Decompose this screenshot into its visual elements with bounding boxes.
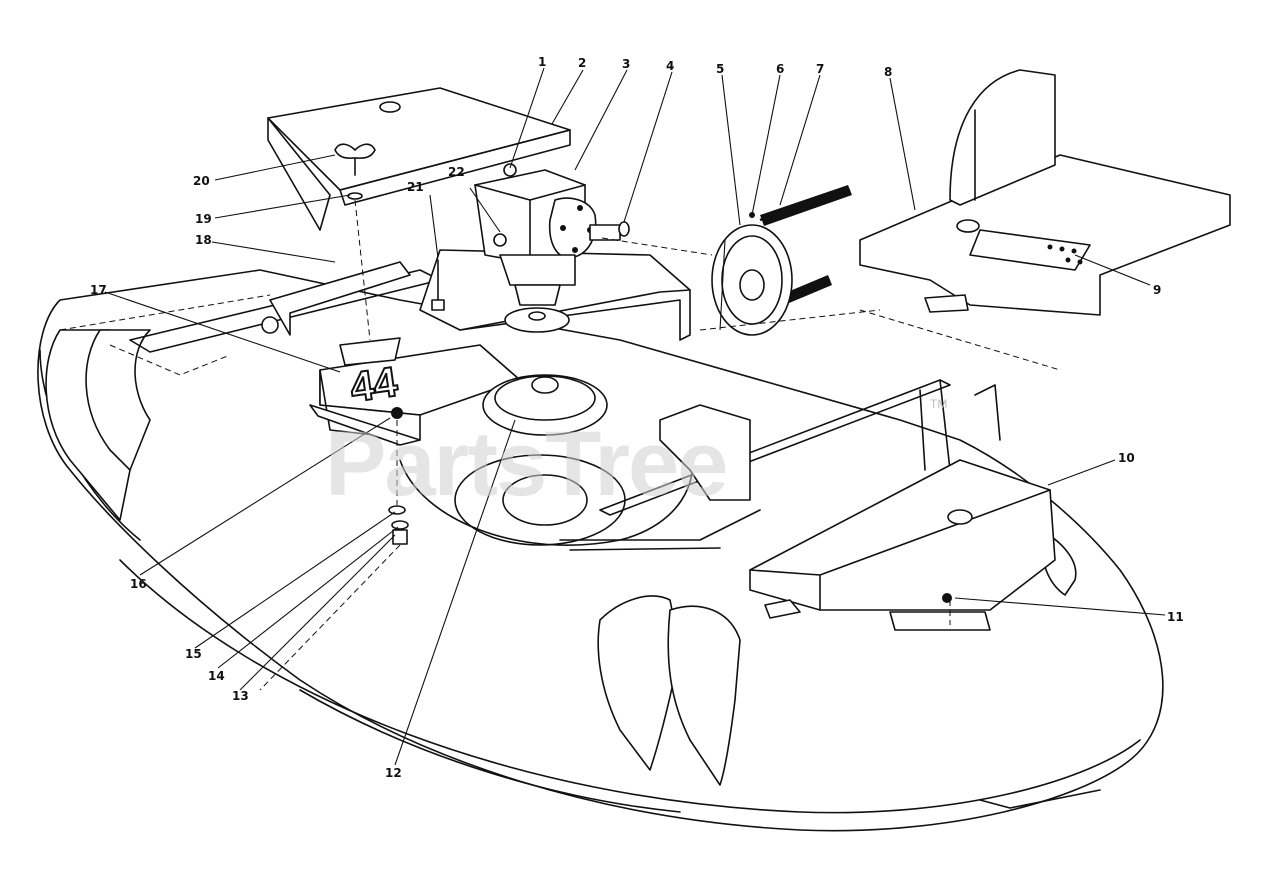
callout-9: 9 bbox=[1153, 283, 1161, 297]
wing-nut-20 bbox=[334, 143, 376, 159]
right-shield-body bbox=[859, 154, 1231, 316]
deck-plate-foot bbox=[309, 404, 421, 446]
deck-skirt-edge bbox=[299, 689, 681, 813]
assembly-lines bbox=[59, 199, 1061, 691]
watermark-trademark: TM bbox=[930, 397, 947, 411]
bolt-13 bbox=[392, 529, 408, 545]
gearbox bbox=[474, 163, 621, 333]
callout-21: 21 bbox=[407, 180, 424, 194]
decal-panel bbox=[969, 229, 1091, 271]
belt-cover-foot bbox=[889, 611, 991, 631]
deck-marking: 44 bbox=[347, 358, 400, 411]
callout-3: 3 bbox=[622, 57, 630, 71]
gearbox-bolt bbox=[493, 233, 507, 247]
belt-and-pulley bbox=[711, 185, 852, 336]
callout-12: 12 bbox=[385, 766, 402, 780]
callout-6: 6 bbox=[776, 62, 784, 76]
watermark: PartsTree bbox=[325, 413, 726, 515]
callout-17: 17 bbox=[90, 283, 107, 297]
bracket-hole bbox=[261, 316, 279, 334]
gearbox-edges bbox=[474, 184, 586, 266]
fill-plug-1 bbox=[503, 163, 517, 177]
callout-7: 7 bbox=[816, 62, 824, 76]
washer-15 bbox=[388, 505, 406, 515]
callout-13: 13 bbox=[232, 689, 249, 703]
deck-front-lip bbox=[979, 789, 1101, 809]
nut-16 bbox=[391, 407, 403, 419]
gearbox-cover-lip bbox=[339, 129, 571, 206]
right-shield-fin bbox=[949, 69, 1056, 206]
belt-cover-right bbox=[749, 459, 1056, 631]
washer-14 bbox=[391, 520, 409, 530]
callout-5: 5 bbox=[716, 62, 724, 76]
left-baffle-inner bbox=[85, 329, 151, 471]
gearbox-cover-side bbox=[267, 117, 331, 231]
callout-14: 14 bbox=[208, 669, 225, 683]
gearbox-cover bbox=[267, 87, 571, 231]
cover-hole bbox=[379, 101, 401, 113]
gearbox-flange bbox=[548, 197, 597, 259]
callout-16: 16 bbox=[130, 577, 147, 591]
deck-skirt-front bbox=[119, 559, 1141, 814]
rail-post-2 bbox=[974, 384, 1001, 441]
callout-10: 10 bbox=[1118, 451, 1135, 465]
right-shield bbox=[859, 69, 1231, 316]
callout-18: 18 bbox=[195, 233, 212, 247]
key-4 bbox=[618, 221, 630, 237]
callout-labels: 1 2 3 4 5 6 7 8 9 10 11 12 13 14 15 16 1… bbox=[90, 55, 1184, 780]
front-baffle-right bbox=[667, 605, 741, 786]
callout-4: 4 bbox=[666, 59, 674, 73]
spindle-hub bbox=[531, 376, 559, 394]
deck-bracket bbox=[659, 404, 751, 501]
spindle-hole bbox=[502, 474, 588, 526]
gearbox-spindle bbox=[514, 284, 561, 306]
deck-channel bbox=[559, 509, 761, 541]
callout-2: 2 bbox=[578, 56, 586, 70]
plate-tab bbox=[339, 337, 401, 366]
deck-channel-2 bbox=[569, 547, 721, 551]
callout-11: 11 bbox=[1167, 610, 1184, 624]
right-shield-foot bbox=[924, 294, 969, 313]
leader-lines bbox=[104, 67, 1166, 766]
rail-post bbox=[919, 379, 951, 471]
belt-cover-tab bbox=[764, 599, 801, 619]
right-shield-hole bbox=[956, 219, 980, 233]
spindle-pulley bbox=[482, 374, 608, 436]
callout-1: 1 bbox=[538, 55, 546, 69]
front-baffle-left bbox=[597, 595, 681, 771]
belt-cover-hole bbox=[947, 509, 973, 525]
gearbox-shaft bbox=[589, 224, 621, 241]
hardware bbox=[334, 143, 630, 545]
spindle-pulley-outer bbox=[482, 374, 608, 436]
callout-8: 8 bbox=[884, 65, 892, 79]
gearbox-base bbox=[499, 254, 576, 286]
deck-rib bbox=[399, 449, 694, 547]
callout-19: 19 bbox=[195, 212, 212, 226]
callout-20: 20 bbox=[193, 174, 210, 188]
front-rail bbox=[599, 379, 951, 516]
washer-19 bbox=[347, 192, 363, 200]
deck-plate: 44 bbox=[309, 337, 521, 446]
callout-22: 22 bbox=[448, 165, 465, 179]
support-bracket-18 bbox=[269, 261, 411, 336]
belt-cover-edge bbox=[749, 489, 1051, 611]
callout-15: 15 bbox=[185, 647, 202, 661]
